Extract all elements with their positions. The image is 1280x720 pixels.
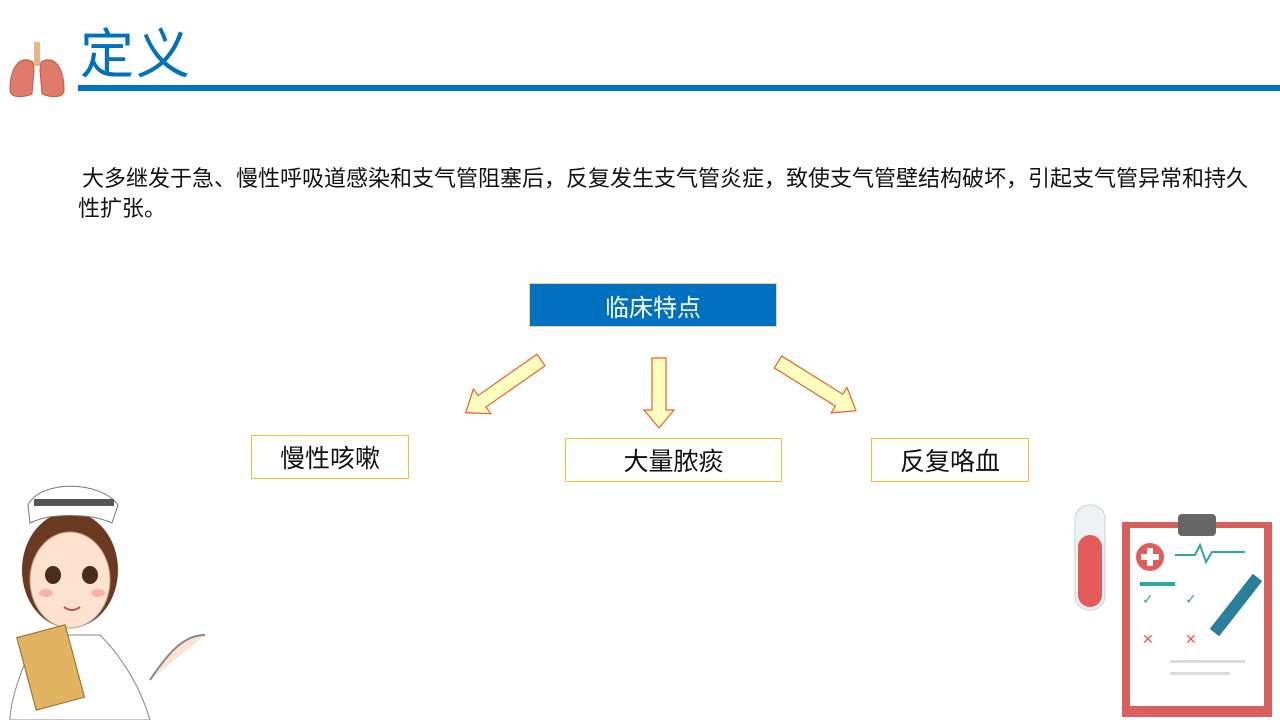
arrow-down-icon	[642, 357, 676, 429]
title-underline	[78, 85, 1280, 91]
clinical-features-box: 临床特点	[529, 283, 777, 327]
arrow-right-icon	[773, 355, 857, 414]
svg-text:✕: ✕	[1142, 632, 1154, 648]
nurse-illustration	[9, 485, 206, 720]
feature-hemoptysis: 反复咯血	[871, 438, 1029, 482]
medical-chart-illustration: ✓ ✓ ✕ ✕	[1074, 504, 1272, 717]
page-title: 定义	[80, 23, 192, 86]
arrow-left-icon	[464, 353, 546, 415]
svg-text:✓: ✓	[1142, 592, 1154, 608]
svg-text:✕: ✕	[1185, 632, 1197, 648]
lungs-icon	[9, 42, 65, 98]
definition-text: 大多继发于急、慢性呼吸道感染和支气管阻塞后，反复发生支气管炎症，致使支气管壁结构…	[78, 167, 1249, 222]
feature-chronic-cough: 慢性咳嗽	[251, 435, 409, 479]
svg-text:✓: ✓	[1185, 592, 1197, 608]
feature-purulent-sputum: 大量脓痰	[565, 438, 782, 482]
